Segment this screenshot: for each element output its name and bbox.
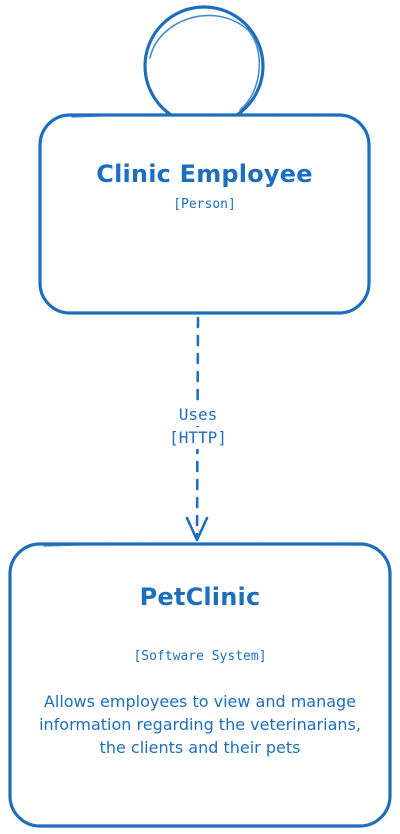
person-head-shape [143, 5, 265, 127]
person-box-sketch-stroke [71, 113, 341, 118]
person-head-sketch-stroke [149, 14, 261, 111]
system-type: [Software System] [133, 649, 267, 664]
relationship-arrowhead [185, 516, 209, 542]
system-description: Allows employees to view and manage info… [39, 692, 361, 757]
relationship-label: Uses [163, 404, 233, 426]
relationship-technology: [HTTP] [153, 427, 243, 449]
person-name: Clinic Employee [96, 160, 313, 188]
system-name: PetClinic [139, 583, 261, 611]
system-box-sketch-stroke [43, 542, 361, 547]
person-type: [Person] [173, 197, 236, 212]
person-box [38, 113, 371, 315]
